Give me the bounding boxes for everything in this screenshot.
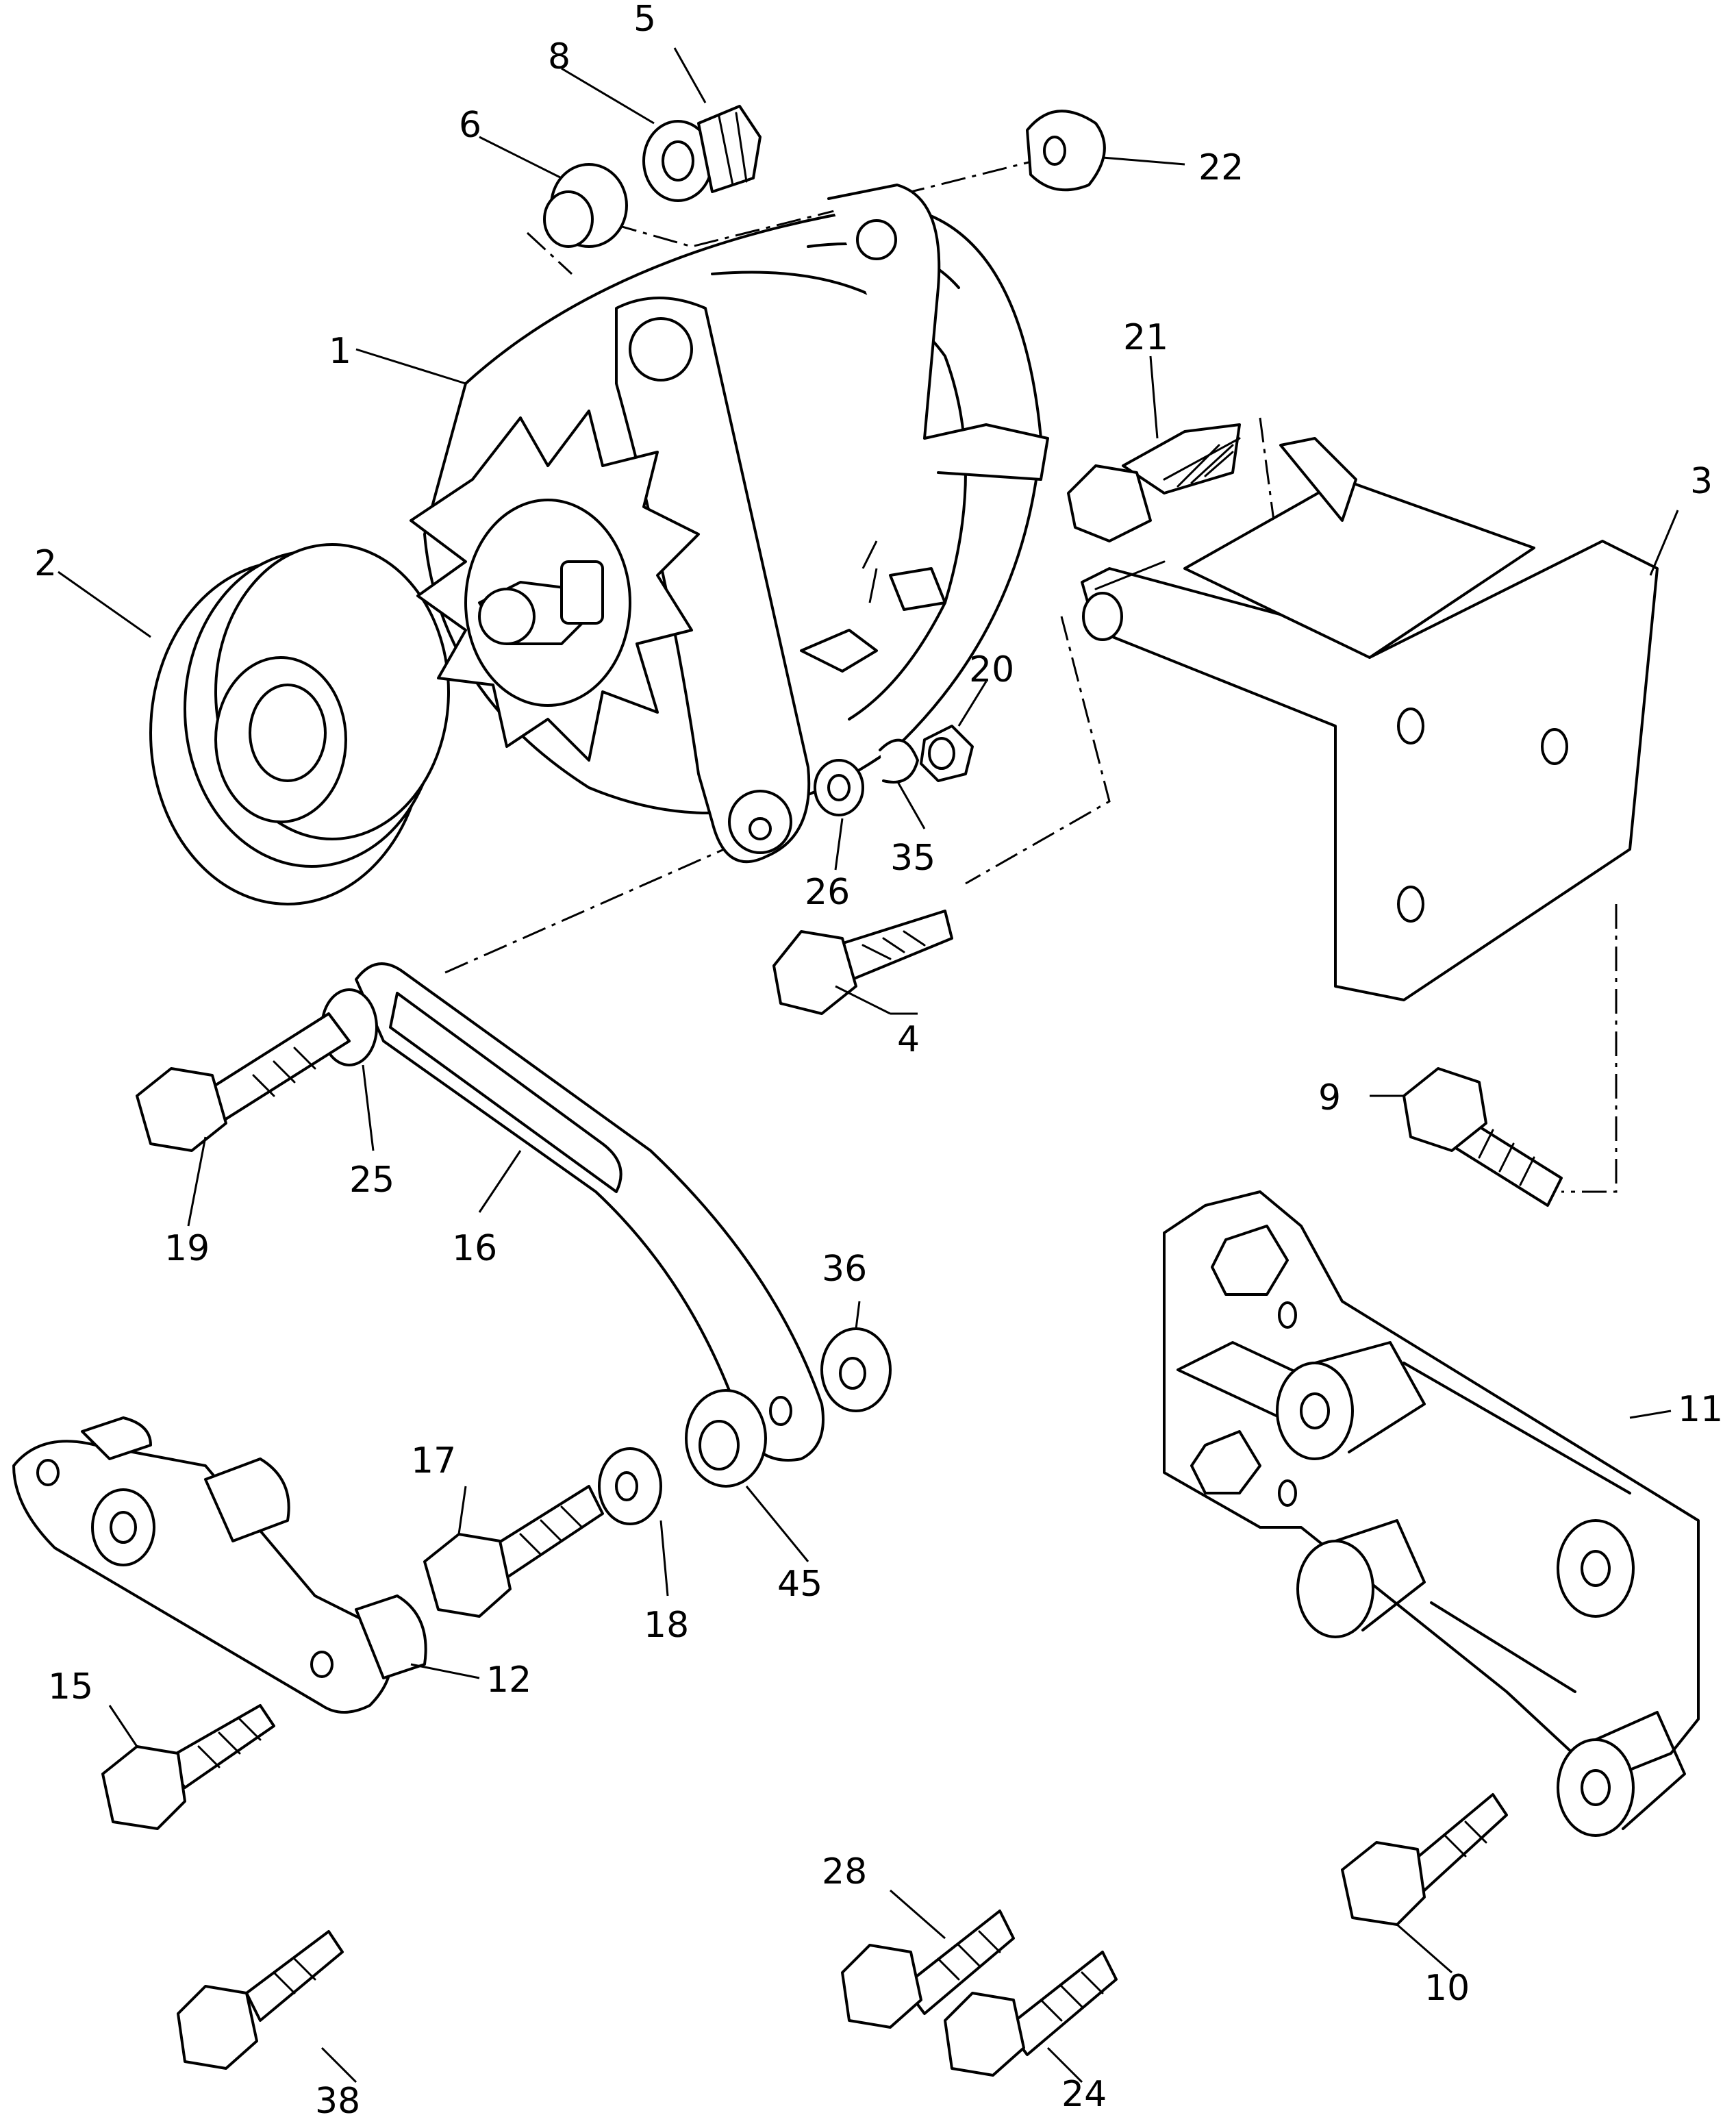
callout-38: 38 xyxy=(315,2081,360,2115)
washer-26 xyxy=(814,759,864,816)
callout-16: 16 xyxy=(452,1228,497,1269)
callout-11: 11 xyxy=(1678,1389,1723,1430)
callout-36: 36 xyxy=(822,1249,867,1290)
bolt-19 xyxy=(136,1012,351,1152)
callout-25: 25 xyxy=(349,1160,394,1201)
callout-24: 24 xyxy=(1061,2074,1107,2115)
callout-22: 22 xyxy=(1198,147,1244,188)
callout-1: 1 xyxy=(329,331,351,372)
callout-35: 35 xyxy=(890,838,935,879)
callout-20: 20 xyxy=(969,649,1014,690)
spring-washer-35 xyxy=(879,738,919,784)
nut-20 xyxy=(920,725,974,782)
adjusting-link xyxy=(355,962,825,1462)
callout-12: 12 xyxy=(486,1660,531,1701)
bolt-21 xyxy=(1067,423,1241,542)
bolt-9 xyxy=(1402,1067,1563,1207)
callout-6: 6 xyxy=(459,105,481,146)
callout-2: 2 xyxy=(34,543,57,584)
bolt-10 xyxy=(1341,1793,1508,1926)
bolt-17 xyxy=(423,1485,604,1618)
washer-18 xyxy=(598,1447,662,1525)
terminal-nut xyxy=(697,105,762,193)
callout-4: 4 xyxy=(897,1019,920,1060)
callout-26: 26 xyxy=(805,872,850,913)
callout-19: 19 xyxy=(164,1228,210,1269)
terminal-cap xyxy=(543,163,628,248)
mounting-bracket xyxy=(1081,437,1659,1001)
engine-bracket-11 xyxy=(1163,1190,1700,1837)
callout-labels: 1 2 3 4 5 6 8 9 10 11 12 15 16 17 18 19 … xyxy=(34,0,1723,2115)
callout-leaders xyxy=(58,47,1679,2083)
spacer-45 xyxy=(685,1389,767,1488)
callout-3: 3 xyxy=(1690,461,1713,502)
bolt-38 xyxy=(177,1930,344,2070)
pulley xyxy=(149,543,450,905)
bolt-28 xyxy=(841,1910,1015,2029)
callout-9: 9 xyxy=(1318,1077,1341,1118)
link-bracket-12 xyxy=(12,1416,427,1714)
callout-8: 8 xyxy=(548,36,570,77)
callout-15: 15 xyxy=(48,1666,93,1707)
callout-45: 45 xyxy=(777,1564,822,1605)
bolt-4 xyxy=(772,910,953,1015)
callout-17: 17 xyxy=(411,1440,456,1481)
callout-5: 5 xyxy=(633,0,656,40)
grommet xyxy=(1026,110,1106,192)
bolt-15 xyxy=(101,1704,275,1830)
callout-21: 21 xyxy=(1123,317,1168,358)
callout-18: 18 xyxy=(644,1605,689,1646)
callout-28: 28 xyxy=(822,1851,867,1892)
alternator xyxy=(410,184,1049,864)
washer-36 xyxy=(820,1327,892,1412)
callout-10: 10 xyxy=(1424,1968,1470,2009)
bolt-24 xyxy=(944,1951,1118,2077)
